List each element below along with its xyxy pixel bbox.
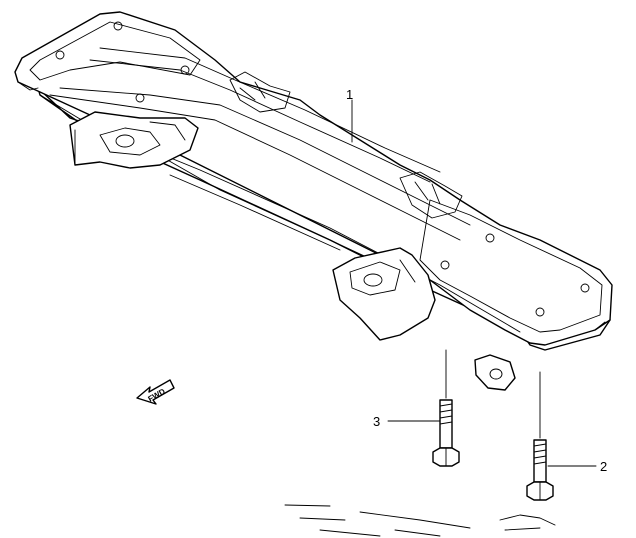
crossmember-part bbox=[14, 11, 613, 351]
left-mount-bracket bbox=[69, 111, 199, 169]
right-mount-bracket bbox=[332, 247, 436, 341]
callout-3-label: 3 bbox=[373, 414, 380, 429]
rubber-mount bbox=[474, 354, 516, 391]
bolt-part-3 bbox=[432, 349, 460, 467]
callout-2-label: 2 bbox=[600, 459, 607, 474]
forward-arrow-icon: FWD bbox=[136, 379, 175, 405]
adjacent-part-fragment bbox=[284, 504, 556, 537]
bolt-part-2 bbox=[526, 371, 554, 501]
callout-1-label: 1 bbox=[346, 87, 353, 102]
